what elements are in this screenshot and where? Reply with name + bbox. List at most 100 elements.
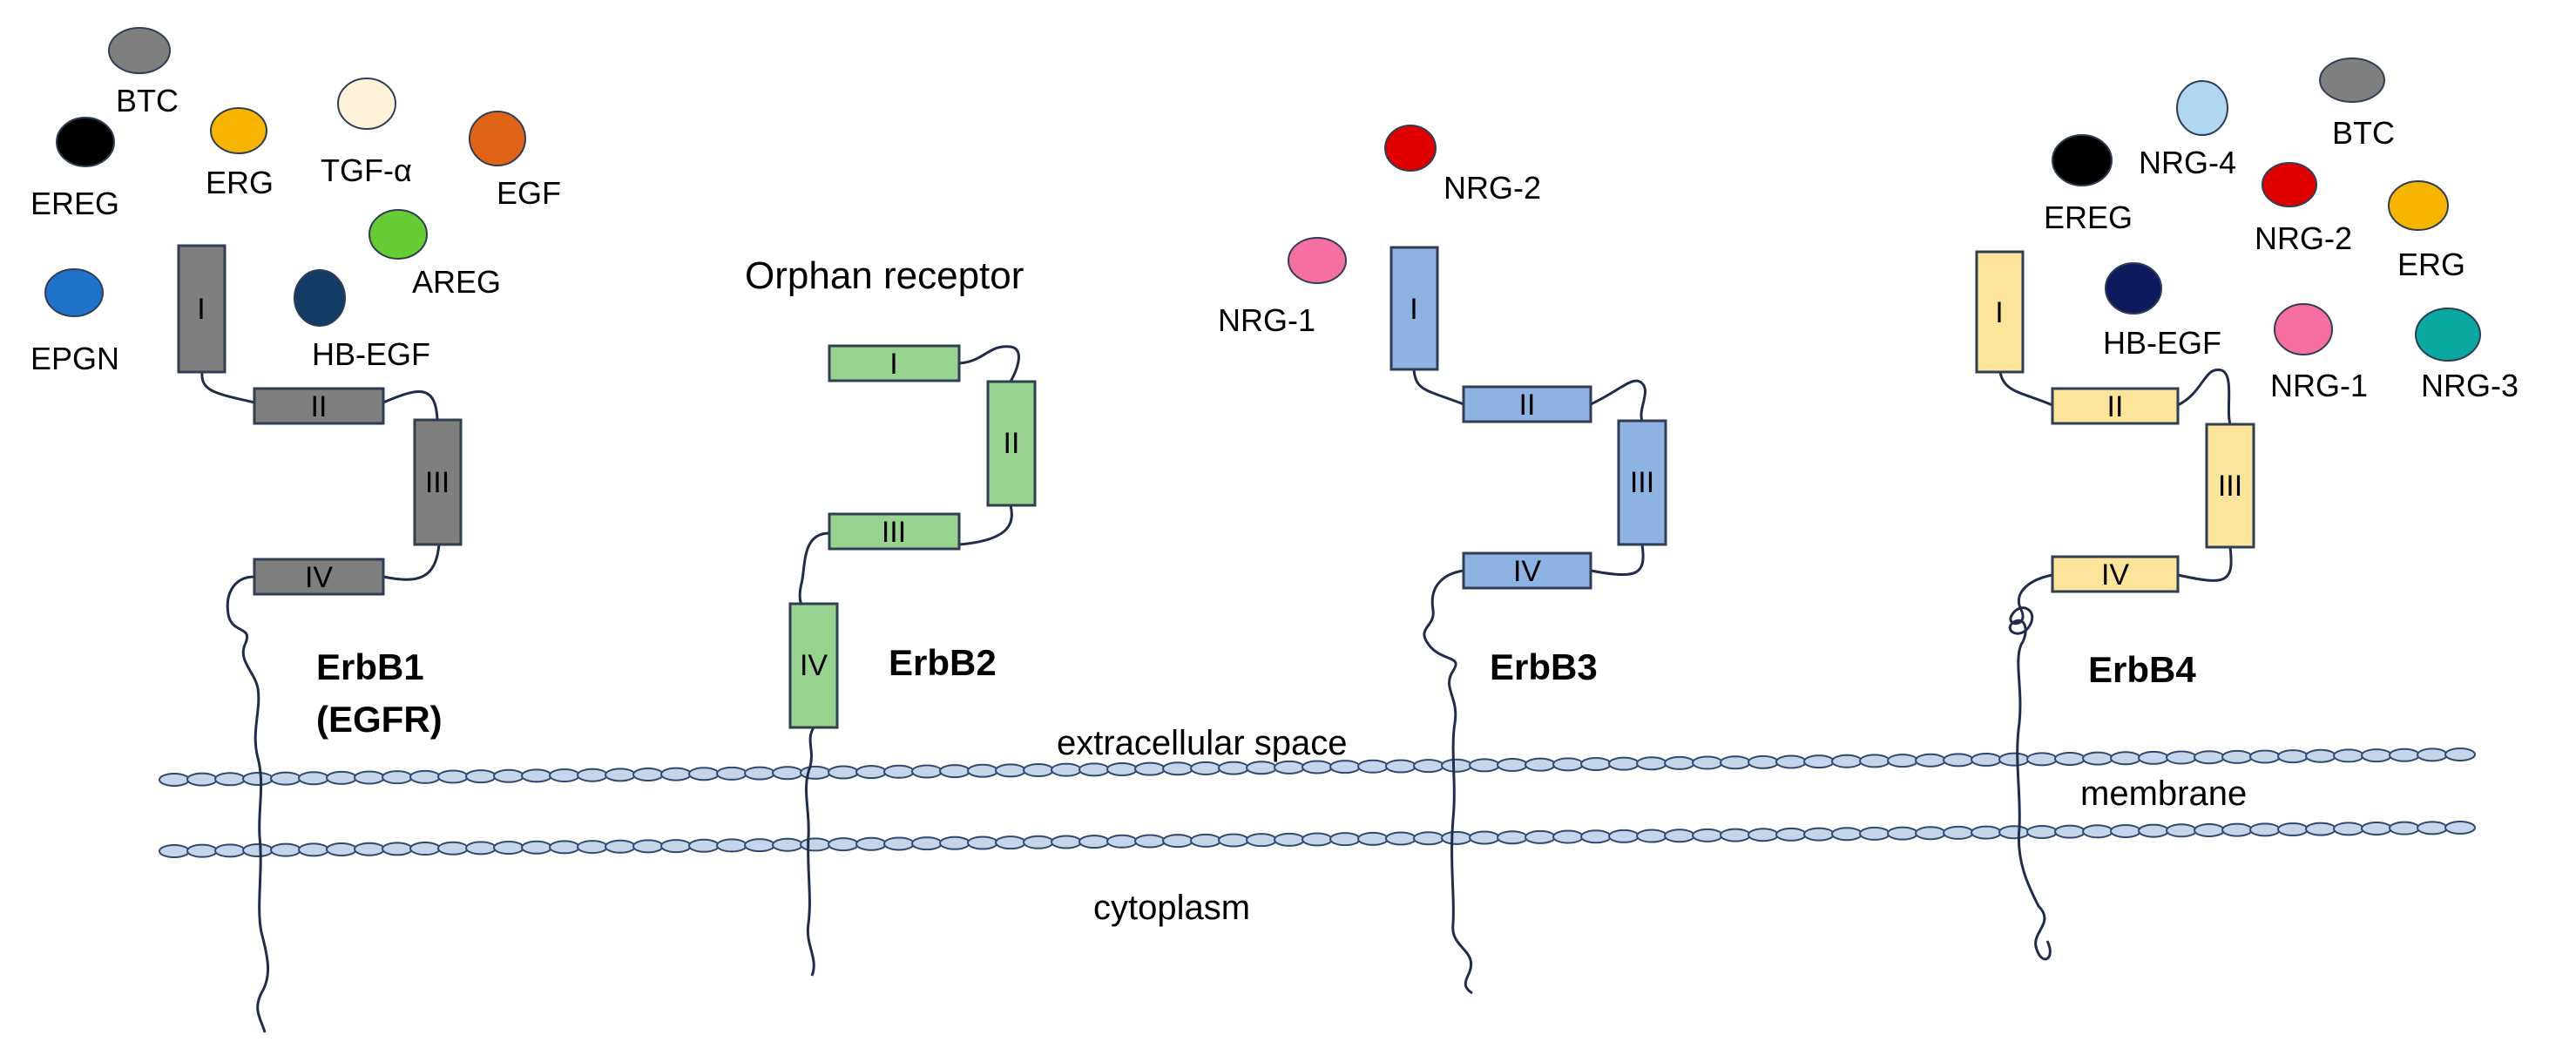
receptor-erbb2: Orphan receptor I II III IV ErbB2 xyxy=(745,254,1037,977)
ligand-hb-egf-label: HB-EGF xyxy=(2103,325,2221,361)
ligand-egf-label: EGF xyxy=(497,175,561,211)
membrane-lipid-bead xyxy=(1748,754,1779,769)
erbb2-domain-ii-label: II xyxy=(1004,427,1020,460)
membrane-lipid-bead xyxy=(1525,829,1556,844)
membrane-lipid-bead xyxy=(549,840,580,855)
erbb3-ligand-cluster: NRG-2 NRG-1 xyxy=(1218,125,1541,338)
erbb2-domain-i-label: I xyxy=(889,348,897,381)
erbb4-domain-iii xyxy=(2205,423,2255,549)
membrane-lipid-bead xyxy=(159,773,190,787)
extracellular-space-label: extracellular space xyxy=(1057,724,1348,762)
ligand-nrg-4-label: NRG-4 xyxy=(2139,145,2236,180)
membrane-lipid-bead xyxy=(1246,833,1277,848)
membrane-lipid-bead xyxy=(1998,825,2030,840)
erbb2-domain-iii-label: III xyxy=(882,516,906,549)
membrane-lipid-bead xyxy=(1831,827,1863,842)
membrane-lipid-bead xyxy=(828,837,859,852)
membrane-lipid-bead xyxy=(828,765,859,780)
ligand-nrg-1-icon xyxy=(2274,303,2333,355)
ligand-egf-icon xyxy=(469,111,526,166)
ligand-nrg-2-label: NRG-2 xyxy=(2255,220,2352,256)
membrane-lipid-bead xyxy=(1692,828,1723,842)
membrane-lipid-bead xyxy=(2138,823,2169,838)
membrane-lipid-bead xyxy=(270,771,301,786)
membrane-lipid-bead xyxy=(1664,829,1695,843)
membrane-lipid-bead xyxy=(465,841,497,856)
receptor-erbb4: I II III IV ErbB4 xyxy=(1975,250,2255,961)
membrane-lipid-bead xyxy=(409,769,441,784)
membrane-lipid-bead xyxy=(2305,748,2336,763)
membrane-lipid-bead xyxy=(1274,832,1305,847)
membrane-lipid-bead xyxy=(1580,829,1612,844)
erbb4-domain-ii xyxy=(2051,387,2180,425)
membrane-lipid-bead xyxy=(1106,834,1138,849)
membrane-lipid-bead xyxy=(2361,748,2392,763)
membrane-lipid-bead xyxy=(1302,832,1333,847)
membrane-lipid-bead xyxy=(1580,756,1612,771)
membrane-lipid-bead xyxy=(1134,761,1166,776)
erbb3-domain-i xyxy=(1389,246,1439,371)
membrane-lipid-bead xyxy=(1246,761,1277,775)
ligand-hb-egf-icon xyxy=(2105,262,2162,315)
membrane-lipid-bead xyxy=(1190,833,1221,848)
membrane-lipid-bead xyxy=(939,835,970,850)
membrane-lipid-bead xyxy=(2082,751,2113,766)
erbb3-domain-ii-label: II xyxy=(1519,389,1536,422)
erbb1-transmembrane-strand xyxy=(226,575,270,1033)
erbb4-ligand-cluster: NRG-4 BTC EREG NRG-2 ERG HB-EGF NRG-1 NR… xyxy=(2044,57,2519,403)
cytoplasm-label: cytoplasm xyxy=(1093,889,1250,927)
membrane-lipid-bead xyxy=(1887,826,1918,841)
receptor-erbb1: I II III IV ErbB1 (EGFR) xyxy=(177,244,463,1033)
erbb4-domain-i xyxy=(1975,250,2025,374)
membrane-lipid-bead xyxy=(159,844,190,858)
membrane-inner-leaflet xyxy=(159,821,2476,858)
erbb4-domain-iv-label: IV xyxy=(2101,558,2129,592)
erbb1-domain-iv xyxy=(253,558,385,596)
erbb4-title: ErbB4 xyxy=(2088,649,2196,690)
membrane-lipid-bead xyxy=(2361,821,2392,835)
erbb3-linker xyxy=(1590,544,1645,577)
erbb1-domain-i-label: I xyxy=(197,293,205,326)
membrane-lipid-bead xyxy=(632,839,664,854)
membrane-lipid-bead xyxy=(437,841,469,856)
erbb3-domain-iv xyxy=(1462,551,1592,590)
erbb1-linker xyxy=(200,371,255,404)
membrane-lipid-bead xyxy=(1831,754,1863,768)
membrane-lipid-bead xyxy=(1078,835,1110,849)
membrane-lipid-bead xyxy=(186,843,218,858)
membrane-lipid-bead xyxy=(1106,761,1138,776)
erbb1-linker xyxy=(382,390,439,421)
membrane-lipid-bead xyxy=(2194,750,2225,765)
membrane-lipid-bead xyxy=(1441,830,1472,845)
membrane-lipid-bead xyxy=(2054,751,2086,766)
membrane-lipid-bead xyxy=(967,835,998,850)
membrane-lipid-bead xyxy=(1078,762,1110,777)
erbb4-domain-iii-label: III xyxy=(2218,470,2242,503)
membrane-lipid-bead xyxy=(354,842,385,856)
membrane-lipid-bead xyxy=(1971,753,2002,768)
ligand-nrg-2-icon xyxy=(1384,125,1437,172)
membrane-lipid-bead xyxy=(1218,833,1249,848)
ligand-nrg-2-label: NRG-2 xyxy=(1444,170,1541,206)
membrane-lipid-bead xyxy=(1859,754,1890,768)
membrane-lipid-bead xyxy=(967,763,998,778)
ligand-nrg-2-icon xyxy=(2262,162,2317,207)
ligand-erg-label: ERG xyxy=(206,165,274,200)
membrane-lipid-bead xyxy=(1803,827,1835,842)
erbb3-domain-ii xyxy=(1462,385,1592,423)
ligand-erg-icon xyxy=(210,107,267,154)
membrane-lipid-bead xyxy=(382,842,413,856)
membrane-lipid-bead xyxy=(632,767,664,781)
membrane-lipid-bead xyxy=(493,841,524,856)
receptor-erbb3: I II III IV ErbB3 xyxy=(1389,246,1667,995)
membrane-lipid-bead xyxy=(1329,760,1361,775)
membrane-lipid-bead xyxy=(1525,757,1556,772)
erbb1-domain-ii xyxy=(253,387,385,425)
membrane-lipid-bead xyxy=(326,842,357,857)
membrane-lipid-bead xyxy=(883,764,915,779)
ligand-hb-egf-label: HB-EGF xyxy=(312,336,430,372)
erbb4-linker xyxy=(2177,369,2232,425)
membrane-lipid-bead xyxy=(1720,755,1751,770)
membrane-lipid-bead xyxy=(326,770,357,785)
